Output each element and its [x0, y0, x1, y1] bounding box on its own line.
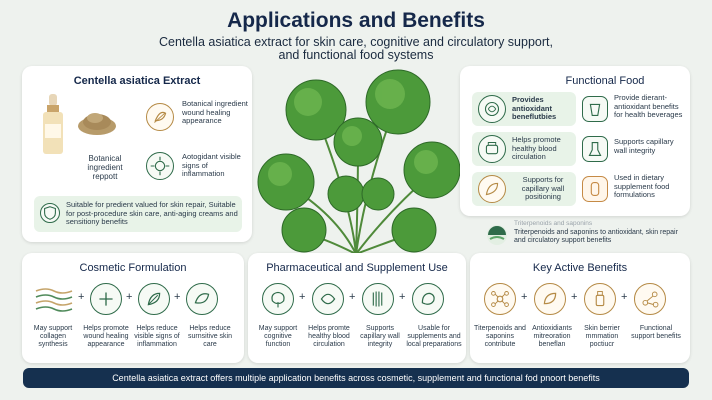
inflammation-icon [146, 152, 174, 180]
sensitive-skin-leaf-icon [186, 283, 218, 315]
benefit-caption-1: Titerpenoids and saponins contribute [474, 325, 526, 348]
plus-sign: + [349, 291, 356, 303]
functional-item-2-text: Provide dierant-antioxidant benefits for… [614, 93, 683, 119]
pharma-card-title: Pharmaceutical and Supplement Use [266, 262, 448, 274]
triterpenoid-line2: Triterpenoids and saponins to antioxidan… [514, 229, 678, 244]
antioxidant-icon [478, 95, 506, 123]
wound-heal-cross-icon [90, 283, 122, 315]
cosmetic-caption-4: Helps reduce surnsitive skin care [188, 325, 232, 348]
capillary-icon [582, 136, 608, 162]
cosmetic-card: Cosmetic Formulation + + + May support c… [22, 253, 244, 363]
pharma-caption-3: Supports capillary wall integrity [360, 325, 400, 348]
item2-text: Botanical ingredient reppott [87, 154, 123, 181]
plus-sign: + [126, 291, 133, 303]
circulation-leaf-icon [312, 283, 344, 315]
leaf-logo-icon [487, 225, 507, 245]
powder-icon [78, 113, 116, 135]
molecule-icon [484, 283, 516, 315]
plus-sign: + [299, 291, 306, 303]
plus-sign: + [571, 291, 578, 303]
benefit-caption-4: Functional support benefits [631, 325, 681, 340]
inflammation-leaf-icon [138, 283, 170, 315]
functional-item-1-text: Provides antioxidant beneflutbies [512, 95, 557, 121]
key-benefits-card: Key Active Benefits + + + Titerpenoids a… [470, 253, 690, 363]
pharma-caption-2: Helps promte healthy blood circulation [308, 325, 350, 348]
pharma-caption-1: May support cognitive function [258, 325, 298, 348]
footer-banner: Centella asiatica extract offers multipl… [23, 368, 689, 388]
plus-sign: + [174, 291, 181, 303]
page-title: Applications and Benefits [227, 9, 485, 32]
pharma-card: Pharmaceutical and Supplement Use + + + … [248, 253, 466, 363]
functional-item-panel-1: Provides antioxidant beneflutbies [472, 92, 576, 126]
functional-food-title: Functional Food [565, 75, 645, 87]
collagen-wave-icon [35, 288, 73, 312]
shield-icon [40, 203, 60, 223]
bottle-icon [584, 283, 616, 315]
triterpenoid-line1: Triterpenoids and saponins [514, 220, 593, 227]
functional-item-5-text: Supports for capillary wall positioning [521, 175, 565, 201]
cosmetic-caption-2: Helps promote wound healing appearance [83, 325, 129, 348]
functional-item-panel-3: Helps promote healthy blood circulation [472, 132, 576, 166]
network-icon [634, 283, 666, 315]
capillary-wall-icon [478, 175, 506, 203]
benefit-caption-3: Skin berrier mmmation poctiucr [584, 325, 620, 348]
functional-item-6-text: Used in dietary supplement food formulat… [614, 173, 670, 199]
supplement-icon [582, 176, 608, 202]
suitable-note-text: Suitable for predient valued for skin re… [66, 200, 238, 226]
serum-bottle-icon [43, 94, 63, 154]
plus-sign: + [521, 291, 528, 303]
item3-text: Aotogidant visible signs of inflammation [182, 152, 241, 178]
cosmetic-caption-1: May support collagen synthesis [33, 325, 73, 348]
preparation-leaf-icon [412, 283, 444, 315]
triterpenoid-note: Triterpenoids and saponins Triterpenoids… [482, 218, 690, 252]
brain-icon [262, 283, 294, 315]
plus-sign: + [78, 291, 85, 303]
cosmetic-caption-3: Helps reduce visible signs of inflammati… [134, 325, 180, 348]
beverage-icon [582, 96, 608, 122]
pharma-caption-4: Usable for supplements and local prepara… [406, 325, 462, 348]
extract-card-title: Centella asiatica Extract [73, 75, 201, 87]
wound-healing-icon [146, 103, 174, 131]
functional-item-4-text: Supports capillary wall integrity [614, 137, 674, 155]
benefit-caption-2: Antioxidiants mitreoration beneflan [532, 325, 572, 348]
centella-plant-illustration [257, 69, 461, 255]
cosmetic-card-title: Cosmetic Formulation [79, 262, 187, 274]
functional-food-card: Functional Food Provides antioxidant ben… [460, 66, 690, 216]
blood-circulation-icon [478, 135, 506, 163]
suitable-note-panel: Suitable for predient valued for skin re… [34, 196, 242, 232]
antioxidant-leaf-icon [534, 283, 566, 315]
functional-item-panel-5: Supports for capillary wall positioning [472, 172, 576, 206]
page-subtitle: Centella asiatica extract for skin care,… [159, 35, 553, 62]
plus-sign: + [621, 291, 628, 303]
item1-text: Botanical ingredient wound healing appea… [182, 99, 248, 125]
extract-card: Centella asiatica Extract Botanical ingr… [22, 66, 252, 242]
key-benefits-title: Key Active Benefits [532, 262, 628, 274]
functional-item-3-text: Helps promote healthy blood circulation [512, 135, 561, 161]
plus-sign: + [399, 291, 406, 303]
capillary-lines-icon [362, 283, 394, 315]
